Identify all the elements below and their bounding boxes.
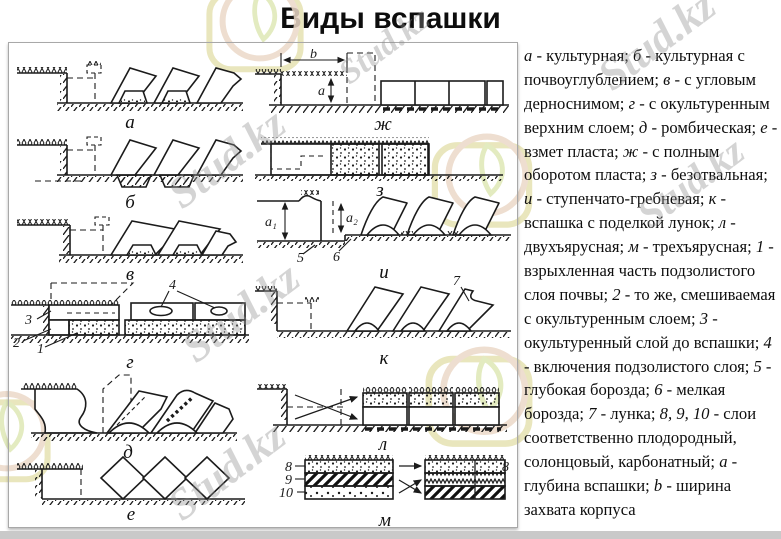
page-title: Виды вспашки — [280, 2, 501, 35]
diagram-g-drawing: 3 2 1 4 — [11, 278, 249, 353]
callout-4: 4 — [169, 278, 176, 293]
callout-8-right: 8 — [502, 460, 509, 475]
callout-8-left: 8 — [285, 460, 292, 475]
diagram-b: б — [15, 129, 245, 212]
diagram-l: л — [257, 369, 509, 454]
diagram-l-drawing — [257, 384, 507, 432]
callout-1: 1 — [37, 342, 44, 353]
diagram-l-label: л — [378, 434, 388, 455]
diagram-g: 3 2 1 4 г — [11, 275, 249, 372]
diagram-i-label: и — [379, 262, 389, 283]
diagram-z-label: з — [376, 180, 384, 201]
diagram-a: а — [15, 51, 245, 132]
diagram-m: 8 9 10 8 м — [259, 453, 511, 530]
diagram-i-drawing: а₁ а₂ 5 6 — [257, 190, 511, 263]
callout-5: 5 — [297, 251, 304, 263]
diagram-e: е — [15, 453, 247, 524]
callout-7: 7 — [453, 274, 461, 289]
diagram-a-label: а — [125, 112, 135, 133]
width-mark: b — [310, 49, 317, 62]
bottom-bar — [0, 531, 781, 539]
diagram-m-drawing: 8 9 10 8 — [279, 455, 509, 501]
diagram-z-drawing — [255, 137, 503, 181]
diagram-d: д — [17, 373, 239, 462]
diagram-k: 7 к — [255, 273, 513, 368]
diagram-a-drawing — [17, 61, 243, 111]
diagram-k-drawing: 7 — [255, 274, 511, 338]
diagram-g-label: г — [126, 352, 134, 373]
diagram-b-label: б — [125, 192, 135, 213]
diagram-zh: b а ж — [255, 49, 511, 134]
callout-9: 9 — [285, 473, 292, 488]
diagram-z: з — [255, 131, 505, 200]
diagram-e-drawing — [17, 455, 245, 505]
diagram-v-label: в — [125, 264, 135, 285]
diagram-v-drawing — [17, 216, 243, 263]
diagram-k-label: к — [379, 348, 389, 369]
callout-2: 2 — [13, 336, 20, 351]
depth-a2-mark: а₂ — [346, 211, 358, 226]
diagram-zh-drawing: b а — [255, 49, 509, 113]
diagram-panel: а — [8, 42, 518, 530]
callout-3: 3 — [24, 313, 32, 328]
diagram-m-label: м — [378, 510, 392, 531]
callout-6: 6 — [333, 250, 340, 263]
legend-text: а - культурная; б - культурная с почвоуг… — [524, 46, 778, 519]
legend-panel: а - культурная; б - культурная с почвоуг… — [524, 44, 778, 522]
diagram-zh-label: ж — [374, 114, 392, 135]
diagram-d-drawing — [21, 374, 237, 441]
depth-a1-mark: а₁ — [265, 215, 277, 230]
diagram-v: в — [15, 211, 245, 284]
depth-mark: а — [318, 84, 325, 99]
diagram-i: а₁ а₂ 5 6 и — [255, 189, 513, 282]
diagram-e-label: е — [126, 504, 136, 525]
diagram-d-label: д — [123, 442, 133, 463]
diagram-b-drawing — [17, 136, 243, 188]
callout-10: 10 — [279, 486, 293, 501]
